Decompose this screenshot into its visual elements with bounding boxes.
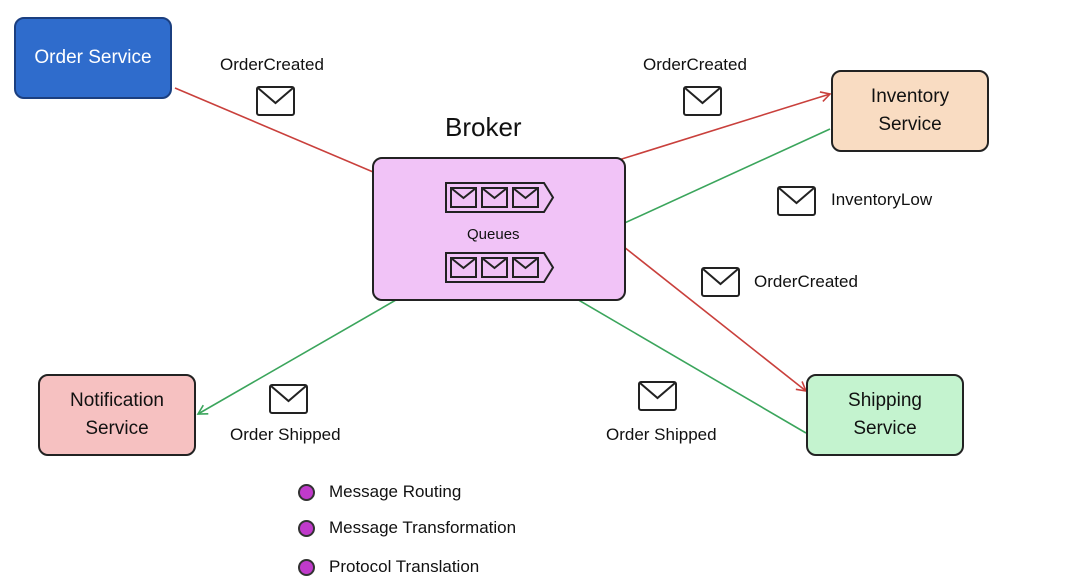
inventory-service-node: Inventory Service (831, 70, 989, 152)
broker-title: Broker (445, 112, 522, 142)
message-label-order-created: OrderCreated (643, 55, 747, 74)
legend-dot (298, 483, 315, 501)
legend-label: Message Transformation (329, 518, 517, 537)
legend-dot (298, 519, 315, 537)
order-service-node: Order Service (14, 17, 172, 99)
shipping-service-node: Shipping Service (806, 374, 964, 456)
legend-item: Message Routing (298, 482, 461, 502)
message-label-order-created: OrderCreated (754, 272, 858, 291)
legend-dot (298, 558, 315, 576)
message-label-order-shipped: Order Shipped (230, 425, 341, 444)
message-label-inventory-low: InventoryLow (831, 190, 933, 209)
legend-item: Message Transformation (298, 518, 516, 538)
notification-service-node: Notification Service (38, 374, 196, 456)
legend-label: Message Routing (329, 482, 462, 501)
message-label-order-created: OrderCreated (220, 55, 324, 74)
arrow-shipping-to-broker (544, 280, 807, 434)
queues-label: Queues (467, 226, 520, 243)
message-label-order-shipped: Order Shipped (606, 425, 717, 444)
legend-item: Protocol Translation (298, 557, 479, 577)
legend-label: Protocol Translation (329, 557, 480, 576)
